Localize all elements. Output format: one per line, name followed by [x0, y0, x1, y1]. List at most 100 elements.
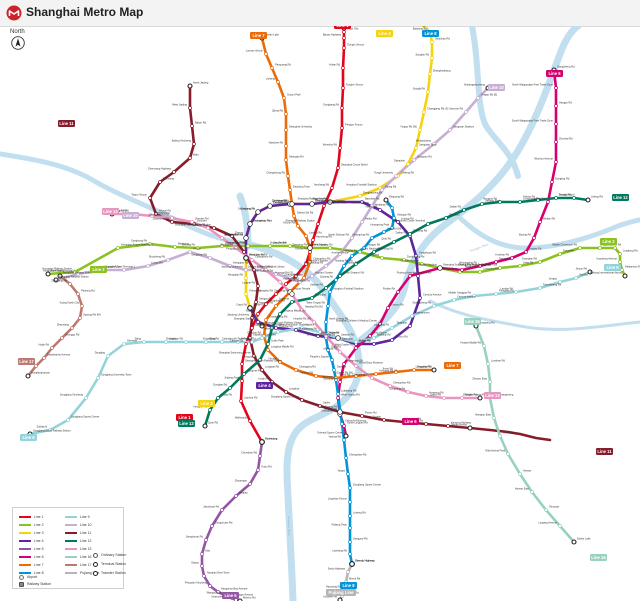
station-lingang-avenue[interactable] [558, 524, 562, 528]
station-yuanshen-stadium[interactable] [437, 265, 443, 271]
station-huijin-rd[interactable] [50, 346, 54, 350]
station-jiangyue-rd[interactable] [348, 540, 352, 544]
line-2-tag[interactable]: Line 2 [90, 266, 107, 273]
station-hongmei-rd[interactable] [242, 372, 246, 376]
station-waihuanlu[interactable] [248, 419, 252, 423]
station-baoshan-rd[interactable] [360, 200, 364, 204]
station-laoximen[interactable] [298, 280, 302, 284]
station-fangdian-rd[interactable] [412, 368, 416, 372]
line-13-tag[interactable]: Line 13 [484, 392, 501, 399]
station-pudian-rd[interactable] [372, 342, 376, 346]
station-oriental-sports-center[interactable] [343, 433, 349, 439]
line-16-tag[interactable]: Line 16 [590, 554, 607, 561]
station-wild-animal-park[interactable] [506, 452, 510, 456]
station-qufu-rd[interactable] [392, 240, 396, 244]
station-huangpi-rd-s[interactable] [294, 274, 298, 278]
station-xujiahui[interactable] [300, 326, 304, 330]
station-zhouhai-rd[interactable] [554, 140, 558, 144]
station-shanghai-indoor-stadium[interactable] [274, 326, 278, 330]
station-hulan-rd[interactable] [341, 66, 345, 70]
station-huizhen-rd[interactable] [337, 597, 343, 601]
station-middle-huaxia-rd[interactable] [460, 396, 464, 400]
station-yaohua-rd[interactable] [314, 374, 318, 378]
station-hechuan-rd[interactable] [236, 340, 240, 344]
station-shuicheng-rd[interactable] [166, 258, 170, 262]
station-longde-rd[interactable] [256, 284, 260, 288]
line-6-tag[interactable]: Line 6 [402, 418, 419, 425]
station-dashijie[interactable] [332, 368, 336, 372]
line-9-track[interactable] [28, 270, 592, 436]
line-9-tag[interactable]: Line 9 [20, 434, 37, 441]
station-hailun-rd[interactable] [378, 208, 382, 212]
station-luonan-xincun[interactable] [264, 52, 268, 56]
station-pudian-rd[interactable] [396, 290, 400, 294]
station-longhua[interactable] [284, 390, 288, 394]
station-zhaojiabang-rd[interactable] [264, 318, 268, 322]
station-wulian-rd[interactable] [538, 220, 542, 224]
line-16-tag[interactable]: Line 16 [464, 318, 481, 325]
station-disney-resort[interactable] [467, 425, 473, 431]
station-east-nanjing-rd[interactable] [324, 264, 328, 268]
line-6-track[interactable] [336, 68, 558, 438]
station-sanlin-east[interactable] [337, 409, 343, 415]
station-zhaoxiang[interactable] [70, 326, 74, 330]
station-shanghai-west-railway-station[interactable] [212, 226, 216, 230]
station-xinchang[interactable] [498, 434, 502, 438]
line-3-tag[interactable]: Line 3 [198, 400, 215, 407]
station-zhongtan-rd[interactable] [309, 201, 315, 207]
line-13-track[interactable] [110, 212, 482, 400]
station-zhenping-rd[interactable] [289, 291, 295, 297]
station-jinyun-rd[interactable] [587, 269, 593, 275]
station-lujiazui[interactable] [380, 256, 384, 260]
station-nanjing-rd-w[interactable] [354, 262, 358, 266]
station-hangzhou-bay-avenue[interactable] [216, 590, 220, 594]
station-zhongchun-rd[interactable] [184, 340, 188, 344]
line-3-tag[interactable]: Line 3 [376, 30, 393, 37]
station-shanghai-railway-station[interactable] [327, 199, 333, 205]
line-4-tag[interactable]: Line 4 [256, 382, 273, 389]
station-songfa-rd[interactable] [426, 90, 430, 94]
station-xujiahui[interactable] [248, 336, 252, 340]
station-anshan-xincun[interactable] [350, 254, 354, 258]
station-people-s-square[interactable] [330, 358, 334, 362]
station-south-shaanxi-rd[interactable] [284, 282, 288, 286]
line-12-tag[interactable]: Line 12 [612, 194, 629, 201]
station-guilin-rd[interactable] [260, 336, 264, 340]
station-hanzhong-rd[interactable] [372, 250, 376, 254]
station-middle-yanggao-rd[interactable] [472, 294, 476, 298]
station-zhoupu-east[interactable] [488, 380, 492, 384]
station-jianchuan-rd[interactable] [220, 508, 224, 512]
station-jiangpu-park[interactable] [480, 202, 484, 206]
station-chengshan-rd[interactable] [344, 456, 348, 460]
station-nanchen-rd[interactable] [284, 144, 288, 148]
station-minsheng-rd[interactable] [460, 268, 464, 272]
station-jiading-xincheng[interactable] [192, 142, 196, 146]
station-beiyangjing-rd[interactable] [478, 264, 482, 268]
station-west-huaxia-rd[interactable] [336, 396, 340, 400]
station-xiuyan-rd[interactable] [424, 422, 428, 426]
station-jing-an-temple[interactable] [288, 244, 292, 248]
station-hengshan-rd[interactable] [264, 302, 268, 306]
station-north-jiading[interactable] [187, 83, 193, 89]
station-tiantong-rd[interactable] [408, 232, 412, 236]
station-longxi-rd[interactable] [146, 264, 150, 268]
station-jiangwan-stadium[interactable] [448, 128, 452, 132]
station-longyang-rd[interactable] [478, 270, 482, 274]
station-shanghai-children-s-medical-center[interactable] [378, 322, 382, 326]
station-zhonggu-rd[interactable] [60, 336, 64, 340]
station-panlong-rd[interactable] [76, 292, 80, 296]
station-south-shaanxi-rd[interactable] [274, 272, 278, 276]
station-jiangning-rd[interactable] [264, 268, 268, 272]
station-zhenbei-rd[interactable] [190, 220, 194, 224]
station-hongqiao-rd[interactable] [243, 255, 249, 261]
line-6-tag[interactable]: Line 6 [546, 70, 563, 77]
station-chunshen-rd[interactable] [258, 454, 262, 458]
station-longhua[interactable] [290, 300, 294, 304]
station-shanghai-library[interactable] [260, 268, 264, 272]
station-jiasong-rd-m[interactable] [78, 316, 82, 320]
station-west-gaoke-rd[interactable] [354, 346, 358, 350]
station-yishan-rd[interactable] [276, 330, 280, 334]
station-hongqiao-airport-terminal-2[interactable] [76, 272, 80, 276]
station-boxing-rd[interactable] [532, 236, 536, 240]
